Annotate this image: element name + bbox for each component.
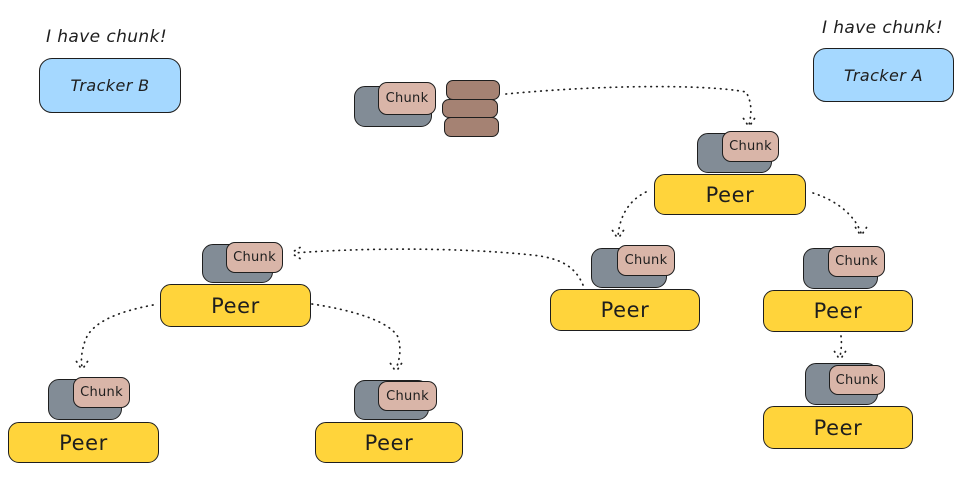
peer-label: Peer <box>211 293 260 318</box>
chunk-label: Chunk <box>233 250 276 265</box>
speech-text-tracker-b: I have chunk! <box>46 27 168 47</box>
chunk-box: Chunk <box>617 245 675 276</box>
arrow-top-right-to-far-right <box>812 192 868 237</box>
chunk-box: Chunk <box>828 246 885 277</box>
chunk-label: Chunk <box>624 253 668 268</box>
peer-label: Peer <box>813 415 863 440</box>
peer-label: Peer <box>364 430 414 455</box>
speech-text-tracker-a: I have chunk! <box>822 18 944 38</box>
peer-label: Peer <box>59 430 108 455</box>
arrow-seed-to-top-right <box>505 85 756 128</box>
chunk-stack-row-2 <box>442 99 498 118</box>
chunk-label: Chunk <box>835 372 879 388</box>
chunk-label: Chunk <box>80 385 123 400</box>
peer-label: Peer <box>600 298 650 322</box>
chunk-label: Chunk <box>386 388 429 404</box>
chunk-box: Chunk <box>829 365 885 395</box>
peer-box: Peer <box>8 422 159 463</box>
peer-box: Peer <box>160 284 311 327</box>
peer-box: Peer <box>654 174 806 215</box>
chunk-box: Chunk <box>73 377 130 408</box>
arrow-middle-right-to-left-middle <box>290 246 584 286</box>
tracker-b-box: Tracker B <box>39 58 181 113</box>
chunk-stack-row-3 <box>444 117 499 137</box>
chunk-box: Chunk <box>378 381 437 411</box>
peer-box: Peer <box>763 406 913 449</box>
chunk-label: Chunk <box>729 139 772 154</box>
tracker-b-label: Tracker B <box>70 76 150 95</box>
chunk-box: Chunk <box>722 131 779 162</box>
tracker-a-label: Tracker A <box>843 65 924 85</box>
chunk-box: Chunk <box>226 242 283 273</box>
arrow-left-middle-to-bottom-left <box>75 304 154 371</box>
seed-chunk-label: Chunk <box>385 91 429 106</box>
tracker-a-box: Tracker A <box>813 48 954 102</box>
arrow-top-right-to-middle-right <box>611 191 647 240</box>
peer-label: Peer <box>705 182 755 207</box>
seed-chunk-box: Chunk <box>378 82 436 115</box>
peer-label: Peer <box>813 299 863 323</box>
chunk-stack-row-1 <box>446 80 500 100</box>
arrow-left-middle-to-bottom-center <box>311 303 403 373</box>
chunk-label: Chunk <box>835 254 878 269</box>
peer-box: Peer <box>763 290 913 332</box>
arrow-far-right-to-bottom <box>833 335 847 361</box>
peer-box: Peer <box>550 289 700 331</box>
peer-box: Peer <box>315 422 463 463</box>
